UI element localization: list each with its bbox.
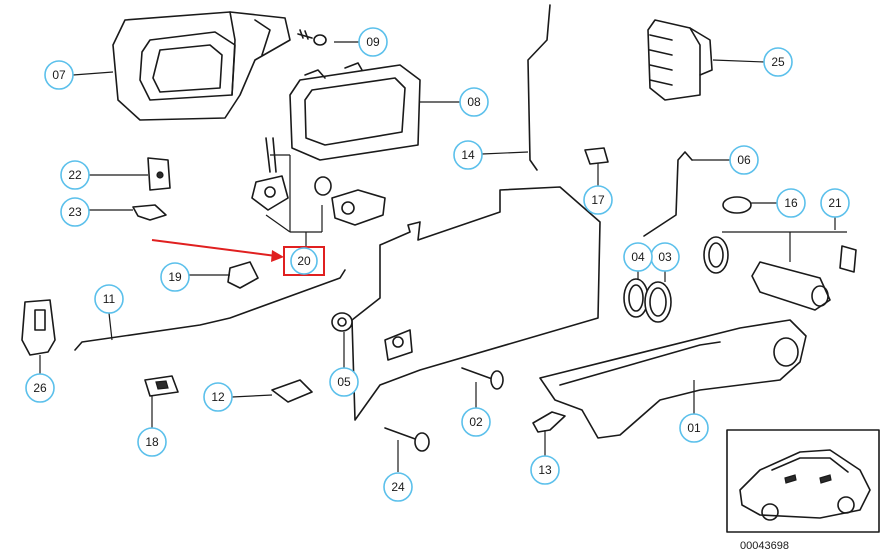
callout-25[interactable]: 25 bbox=[763, 47, 793, 77]
callout-23-label: 23 bbox=[68, 205, 82, 219]
part-23-clip bbox=[132, 204, 167, 221]
callout-26-label: 26 bbox=[33, 381, 47, 395]
part-07-inner-handle-housing bbox=[112, 11, 291, 121]
callout-13[interactable]: 13 bbox=[530, 455, 560, 485]
callout-18[interactable]: 18 bbox=[137, 427, 167, 457]
callout-07-label: 07 bbox=[52, 68, 66, 82]
part-08-trim-frame bbox=[289, 62, 421, 161]
part-06-rod bbox=[643, 151, 693, 237]
part-17-clip bbox=[584, 147, 609, 165]
part-11-rod bbox=[74, 269, 346, 351]
callout-20-highlight-box bbox=[283, 246, 325, 276]
callout-04-label: 04 bbox=[631, 250, 645, 264]
callout-05[interactable]: 05 bbox=[329, 367, 359, 397]
part-13-bracket bbox=[532, 411, 566, 433]
callout-02[interactable]: 02 bbox=[461, 407, 491, 437]
callout-24[interactable]: 24 bbox=[383, 472, 413, 502]
part-04-03-seals bbox=[623, 278, 672, 323]
callout-17-label: 17 bbox=[591, 193, 605, 207]
part-18-clip bbox=[144, 375, 179, 397]
part-door-panel bbox=[351, 186, 601, 421]
callout-08[interactable]: 08 bbox=[459, 87, 489, 117]
callout-22[interactable]: 22 bbox=[60, 160, 90, 190]
callout-26[interactable]: 26 bbox=[25, 373, 55, 403]
callout-02-label: 02 bbox=[469, 415, 483, 429]
part-20-lock-components bbox=[251, 137, 386, 226]
callout-11-label: 11 bbox=[103, 292, 116, 306]
callout-16-label: 16 bbox=[784, 196, 798, 210]
callout-06[interactable]: 06 bbox=[729, 145, 759, 175]
callout-04[interactable]: 04 bbox=[623, 242, 653, 272]
callout-20-label: 20 bbox=[297, 254, 311, 268]
part-24-pin bbox=[384, 427, 430, 452]
callout-18-label: 18 bbox=[145, 435, 159, 449]
callout-13-label: 13 bbox=[538, 463, 552, 477]
callout-19[interactable]: 19 bbox=[160, 262, 190, 292]
callout-22-label: 22 bbox=[68, 168, 82, 182]
callout-01-label: 01 bbox=[687, 421, 701, 435]
callout-25-label: 25 bbox=[771, 55, 785, 69]
callout-20[interactable]: 20 bbox=[290, 247, 318, 275]
part-16-cap bbox=[722, 196, 752, 214]
callout-14[interactable]: 14 bbox=[453, 140, 483, 170]
callout-03-label: 03 bbox=[658, 250, 672, 264]
part-19-clip bbox=[227, 261, 259, 289]
callout-01[interactable]: 01 bbox=[679, 413, 709, 443]
callout-05-label: 05 bbox=[337, 375, 351, 389]
part-22-clip bbox=[147, 157, 171, 191]
callout-14-label: 14 bbox=[461, 148, 475, 162]
callout-07[interactable]: 07 bbox=[44, 60, 74, 90]
part-26-bracket bbox=[21, 299, 56, 356]
callout-17[interactable]: 17 bbox=[583, 185, 613, 215]
part-09-screw bbox=[297, 29, 327, 46]
part-01-outer-handle bbox=[539, 319, 807, 439]
callout-21[interactable]: 21 bbox=[820, 188, 850, 218]
part-25-connector-block bbox=[647, 19, 713, 101]
callout-08-label: 08 bbox=[467, 95, 481, 109]
callout-11[interactable]: 11 bbox=[94, 284, 124, 314]
callout-21-label: 21 bbox=[828, 196, 842, 210]
highlight-arrow bbox=[151, 239, 284, 262]
car-inset bbox=[726, 429, 880, 533]
callout-16[interactable]: 16 bbox=[776, 188, 806, 218]
callout-19-label: 19 bbox=[168, 270, 182, 284]
callout-24-label: 24 bbox=[391, 480, 405, 494]
leader-lines bbox=[39, 41, 847, 472]
part-14-rod bbox=[527, 4, 551, 171]
callout-23[interactable]: 23 bbox=[60, 197, 90, 227]
callout-06-label: 06 bbox=[737, 153, 751, 167]
callout-12[interactable]: 12 bbox=[203, 382, 233, 412]
callout-09[interactable]: 09 bbox=[358, 27, 388, 57]
part-02-bolt bbox=[461, 367, 504, 390]
callout-03[interactable]: 03 bbox=[650, 242, 680, 272]
callout-09-label: 09 bbox=[366, 35, 380, 49]
part-12-clip bbox=[271, 379, 313, 403]
callout-12-label: 12 bbox=[211, 390, 225, 404]
part-21-lock-cylinder bbox=[703, 236, 857, 311]
reference-number: 00043698 bbox=[740, 540, 789, 552]
part-05-grommet bbox=[331, 312, 353, 332]
